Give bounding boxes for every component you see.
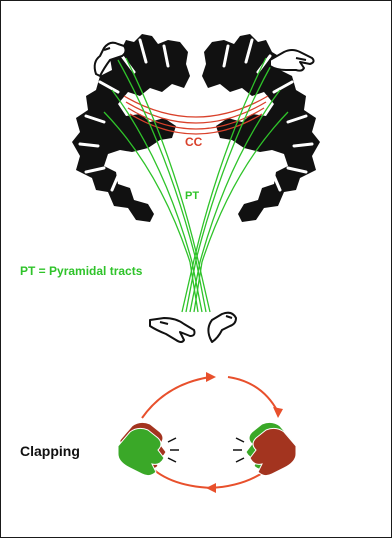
pyramidal-tracts-legend: PT = Pyramidal tracts — [20, 264, 143, 278]
clap-motion-lines-right — [233, 438, 244, 462]
clapping-hands-icon — [246, 422, 296, 475]
clap-motion-lines-left — [168, 438, 179, 462]
left-hemisphere — [72, 34, 190, 222]
arrow-top-right — [228, 377, 278, 412]
pt-label: PT — [185, 190, 199, 202]
arrow-top-left — [142, 377, 210, 418]
clapping-hands-icon — [118, 422, 166, 475]
clapping-label: Clapping — [20, 443, 80, 459]
hand-icon — [270, 50, 314, 71]
cc-label: CC — [185, 135, 203, 149]
hand-icon — [150, 318, 195, 342]
foot-icon — [208, 313, 236, 342]
